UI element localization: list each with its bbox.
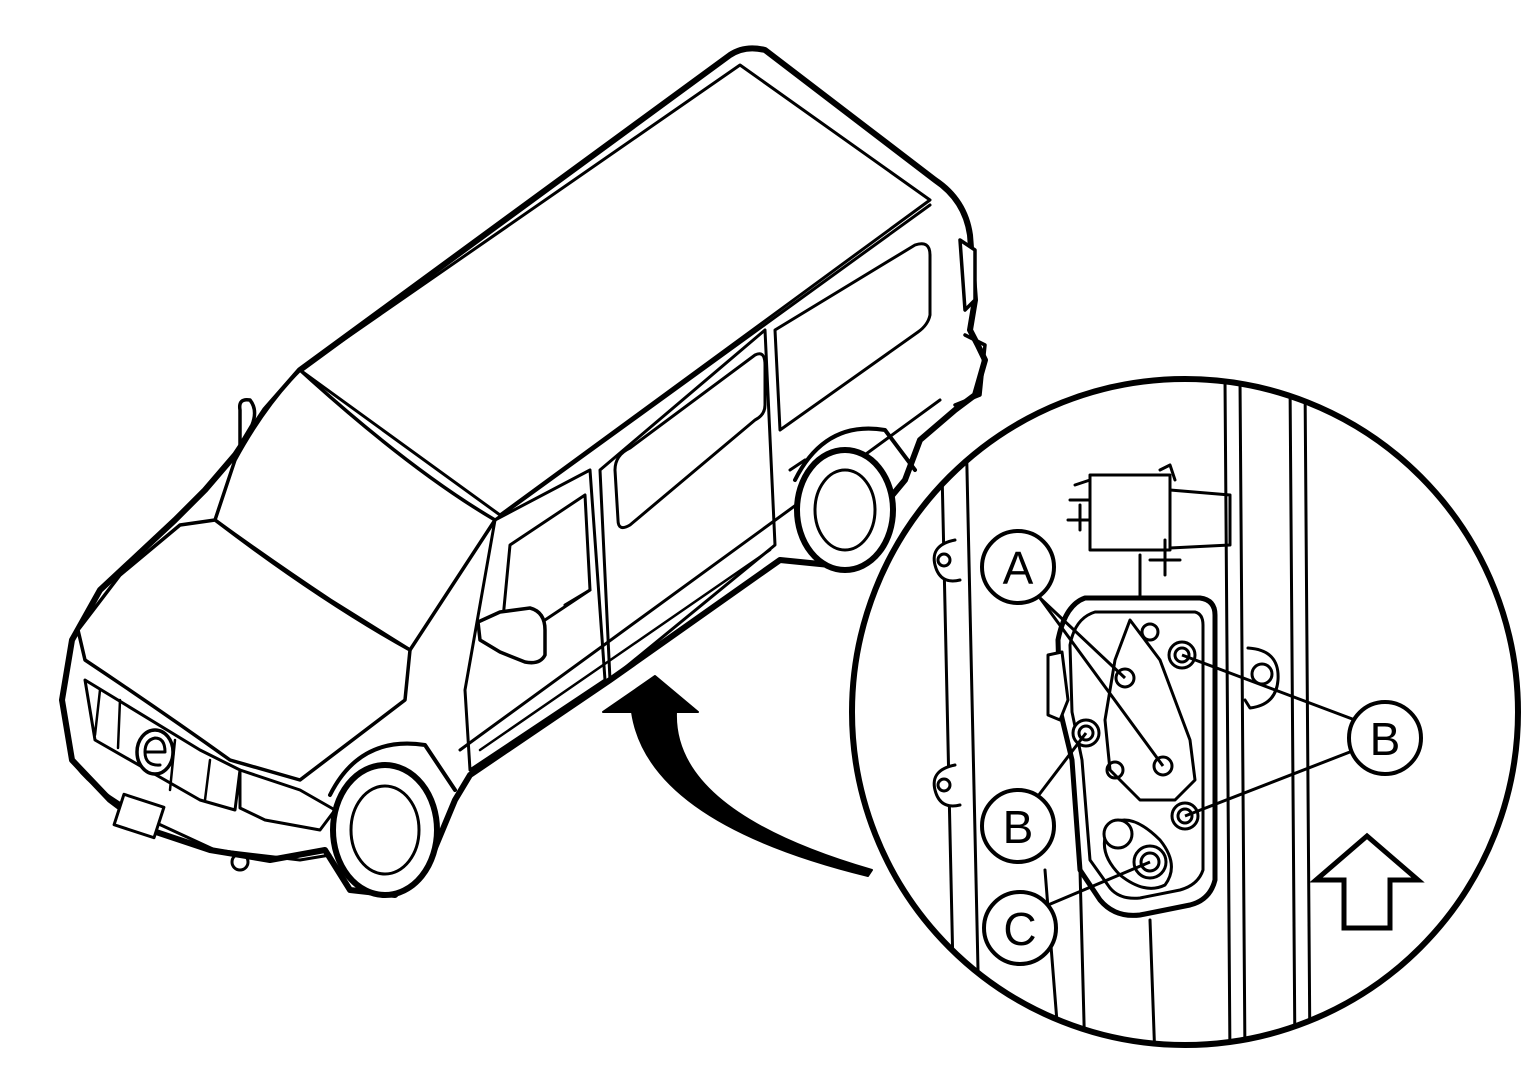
left-bracket-upper <box>932 538 962 583</box>
detail-view: A B B C <box>849 376 1521 1048</box>
sliding-door <box>598 328 777 682</box>
side-rocker <box>478 548 772 752</box>
front-wheel <box>328 741 457 898</box>
rear-window <box>773 242 932 432</box>
detail-circle-border <box>849 376 1521 1048</box>
lock-actuator <box>1066 463 1232 602</box>
badge-letter <box>143 736 167 767</box>
left-bracket-lower <box>932 763 962 808</box>
callout-a-label: A <box>1003 542 1034 594</box>
latch-plate-inner <box>1068 610 1205 900</box>
license-plate <box>112 792 166 840</box>
front-bumper <box>70 758 332 862</box>
fog-lamp <box>230 852 250 872</box>
left-mirror <box>237 397 257 447</box>
hood <box>76 518 412 782</box>
rear-lamp <box>958 238 977 312</box>
latch-arm <box>1103 618 1197 802</box>
callout-b-right-label: B <box>1370 713 1401 765</box>
callout-b-left-label: B <box>1003 801 1034 853</box>
front-door-handle <box>563 588 592 607</box>
side-beltline <box>493 203 932 522</box>
hole-top <box>1140 622 1160 642</box>
rear-bumper <box>953 333 987 407</box>
callout-b-right: B <box>1347 700 1423 776</box>
leader-lines <box>1033 596 1356 907</box>
rear-wheel <box>793 426 917 573</box>
hole-middle <box>1105 760 1125 780</box>
headlamp <box>238 768 337 832</box>
door-frame-rails <box>938 379 1312 1045</box>
callout-a: A <box>980 529 1056 605</box>
callout-b-left: B <box>980 788 1056 864</box>
sliding-door-handle <box>788 458 807 472</box>
sliding-door-window <box>613 352 767 530</box>
callout-c-label: C <box>1003 903 1036 955</box>
grille-bars <box>93 688 212 802</box>
side-mirror <box>476 606 547 665</box>
curved-arrow-icon <box>602 675 873 877</box>
up-arrow-icon <box>1309 832 1425 931</box>
callout-c: C <box>982 890 1058 966</box>
left-clip <box>1046 650 1070 722</box>
front-door <box>463 468 607 772</box>
van-illustration <box>59 45 988 898</box>
van-roof <box>298 63 932 517</box>
right-clip <box>1243 646 1280 710</box>
